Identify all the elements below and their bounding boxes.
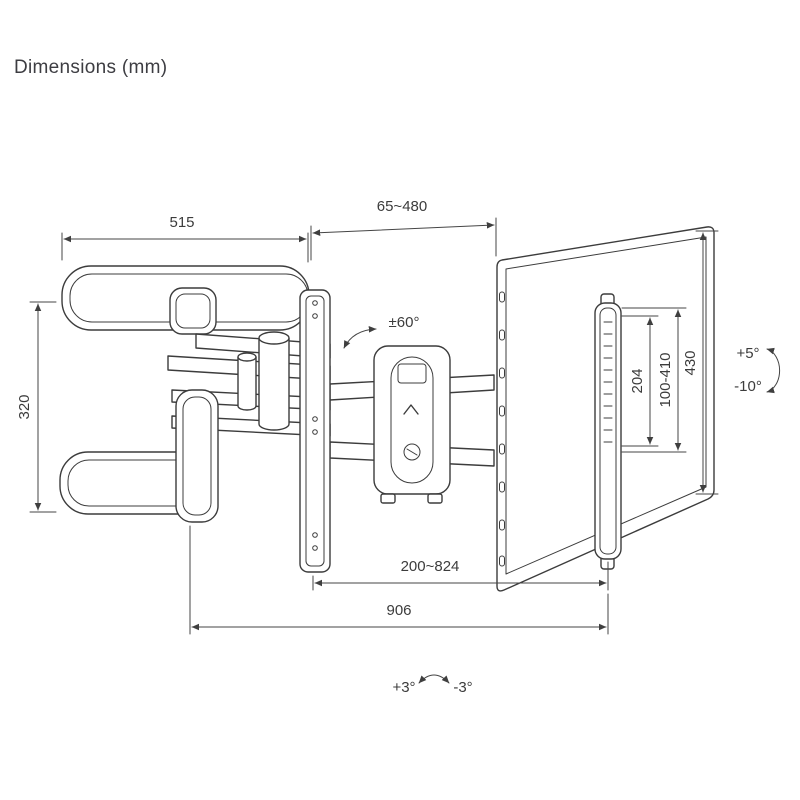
left-vertical-rail <box>299 289 331 573</box>
rail-slot-ticks <box>603 321 613 443</box>
dim-rail-spacing: 200~824 <box>312 558 609 591</box>
dim-label-bracket-height: 320 <box>16 394 33 419</box>
dim-vesa-height: 100-410 <box>621 307 687 453</box>
dim-overall-width: 906 <box>189 525 609 635</box>
dim-label-extension-depth: 65~480 <box>377 198 427 215</box>
dim-arm-length: 515 <box>61 214 309 263</box>
swivel-annotation: ±60° <box>343 314 420 349</box>
arm-hinge-block <box>169 287 217 335</box>
page-title: Dimensions (mm) <box>14 57 168 78</box>
right-vertical-rail <box>594 293 622 570</box>
tilt-arrow-icon <box>766 347 781 394</box>
dim-slot-length: 204 <box>621 315 659 447</box>
tilt-up-label: +5° <box>736 345 759 362</box>
up-arrow-mark <box>403 404 419 415</box>
level-adjust-annotation: +3° -3° <box>392 674 473 696</box>
level-plus-label: +3° <box>392 679 415 696</box>
swivel-range-label: ±60° <box>389 314 420 331</box>
dim-label-overall-width: 906 <box>386 602 411 619</box>
dim-label-slot-length: 204 <box>629 368 646 393</box>
level-arrow-icon <box>418 674 450 684</box>
pivot-cylinder-small <box>237 352 257 411</box>
dim-label-arm-length: 515 <box>169 214 194 231</box>
level-minus-label: -3° <box>453 679 472 696</box>
dim-label-plate-height: 430 <box>682 350 699 375</box>
screw-detail <box>403 443 421 461</box>
swivel-bracket <box>373 345 451 504</box>
front-vertical-plate <box>175 389 219 523</box>
plate-left-slots <box>499 291 505 567</box>
tilt-annotation: +5° -10° <box>734 345 781 395</box>
dim-extension-depth: 65~480 <box>310 198 497 261</box>
pivot-cylinder-large <box>258 331 290 431</box>
dim-plate-height: 430 <box>682 230 719 495</box>
wall-mount-drawing <box>59 226 715 592</box>
tilt-down-label: -10° <box>734 378 762 395</box>
swivel-arrow-icon <box>343 325 377 349</box>
dim-label-rail-spacing: 200~824 <box>401 558 460 575</box>
tv-plate <box>496 226 715 592</box>
dim-bracket-height: 320 <box>16 301 57 513</box>
dim-label-vesa-height: 100-410 <box>657 352 674 407</box>
